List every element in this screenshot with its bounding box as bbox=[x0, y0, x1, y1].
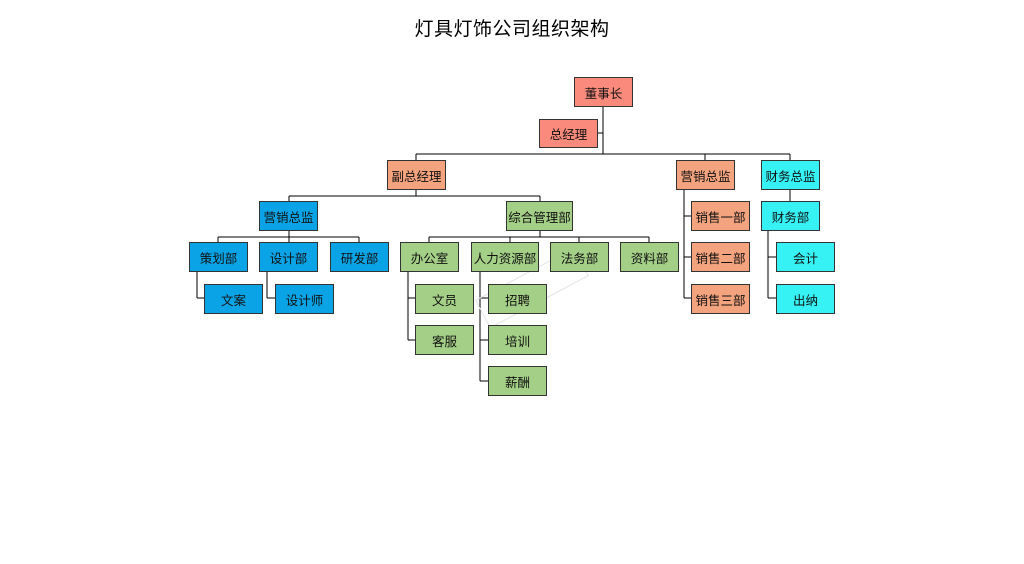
node-finance-director: 财务总监 bbox=[761, 160, 820, 190]
node-marketing-director-right: 营销总监 bbox=[676, 160, 735, 190]
node-admin-dept: 综合管理部 bbox=[506, 201, 573, 231]
node-vice-general-manager: 副总经理 bbox=[387, 160, 446, 190]
node-chairman: 董事长 bbox=[574, 77, 633, 107]
node-training: 培训 bbox=[488, 325, 547, 355]
node-clerk: 文员 bbox=[415, 284, 474, 314]
node-cashier: 出纳 bbox=[776, 284, 835, 314]
node-sales-3: 销售三部 bbox=[691, 284, 750, 314]
node-legal-dept: 法务部 bbox=[550, 242, 609, 272]
node-design-dept: 设计部 bbox=[259, 242, 318, 272]
node-hr-dept: 人力资源部 bbox=[471, 242, 539, 272]
node-recruiting: 招聘 bbox=[488, 284, 547, 314]
node-general-manager: 总经理 bbox=[539, 119, 598, 148]
node-office: 办公室 bbox=[400, 242, 459, 272]
node-finance-dept: 财务部 bbox=[761, 201, 820, 231]
node-planning-dept: 策划部 bbox=[189, 242, 248, 272]
node-rd-dept: 研发部 bbox=[330, 242, 389, 272]
node-accounting: 会计 bbox=[776, 242, 835, 272]
node-archive-dept: 资料部 bbox=[620, 242, 679, 272]
chart-title: 灯具灯饰公司组织架构 bbox=[414, 18, 610, 40]
node-designer: 设计师 bbox=[275, 284, 334, 314]
node-compensation: 薪酬 bbox=[488, 366, 547, 396]
node-copywriting: 文案 bbox=[204, 284, 263, 314]
node-customer-service: 客服 bbox=[415, 325, 474, 355]
node-sales-1: 销售一部 bbox=[691, 201, 750, 231]
node-sales-2: 销售二部 bbox=[691, 242, 750, 272]
node-marketing-director-left: 营销总监 bbox=[259, 201, 318, 231]
